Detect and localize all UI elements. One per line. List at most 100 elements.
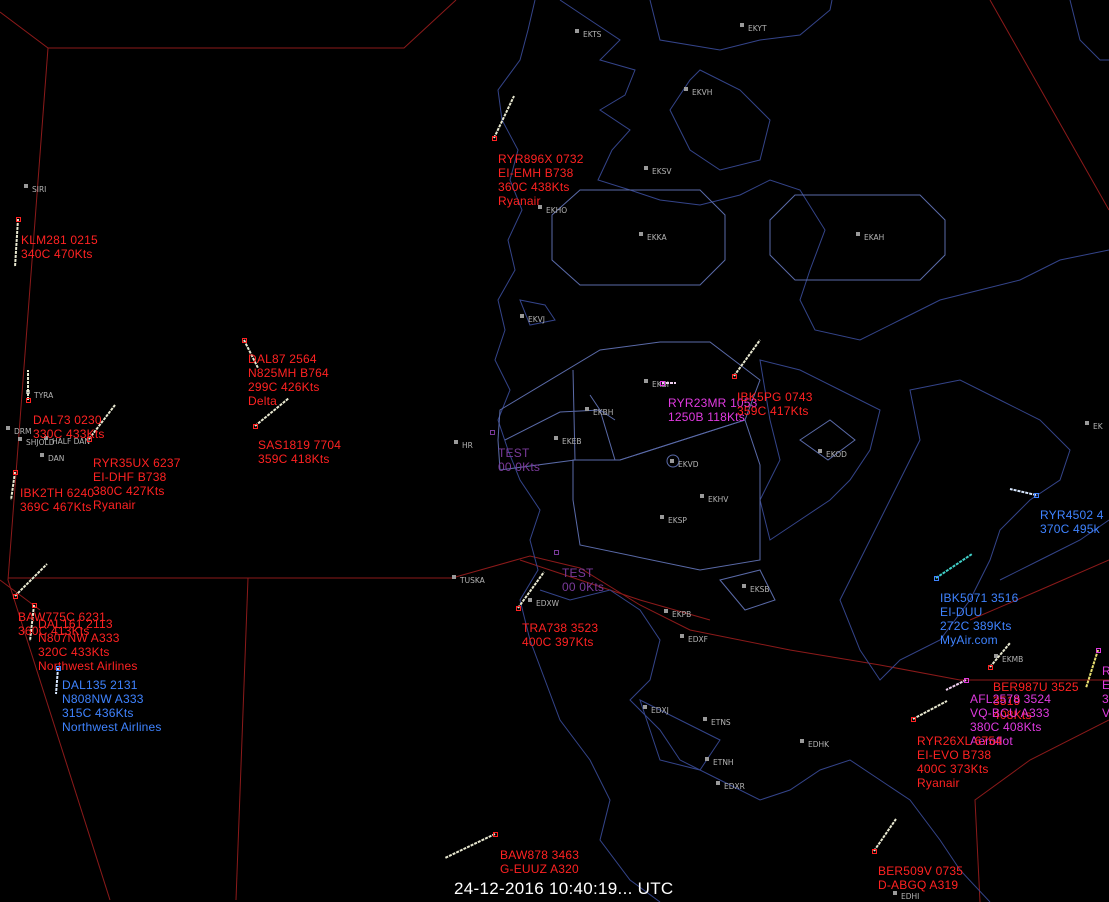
fix-ekeb[interactable]: EKEB: [554, 436, 582, 446]
aircraft-target-icon[interactable]: [13, 594, 18, 599]
fix-ekod[interactable]: EKOD: [818, 449, 847, 459]
fix-shjold[interactable]: SHJOLD: [18, 437, 55, 447]
tag-line: 299C 426Kts: [248, 380, 320, 394]
aircraft-target-icon[interactable]: [1096, 648, 1101, 653]
fix-label: EKHO: [546, 206, 567, 215]
aircraft-target-icon[interactable]: [732, 374, 737, 379]
fix-ekhv[interactable]: EKHV: [700, 494, 729, 504]
tag-line: 370C 495k: [1040, 522, 1100, 536]
fix-siri[interactable]: SIRI: [24, 184, 46, 194]
aircraft-target-icon[interactable]: [554, 550, 559, 555]
fix-edhk[interactable]: EDHK: [800, 739, 830, 749]
fix-edxr[interactable]: EDXR: [716, 781, 745, 791]
fix-etnh[interactable]: ETNH: [705, 757, 734, 767]
tag-line: 408Kts: [993, 708, 1032, 722]
aircraft-target-icon[interactable]: [13, 470, 18, 475]
fix-ekbh[interactable]: EKBH: [585, 407, 613, 417]
fix-label: SHJOLD: [26, 438, 55, 447]
aircraft-target-icon[interactable]: [87, 437, 92, 442]
aircraft-target-icon[interactable]: [490, 430, 495, 435]
aircraft-target-icon[interactable]: [988, 665, 993, 670]
aircraft-target-icon[interactable]: [516, 606, 521, 611]
fix-ekpb[interactable]: EKPB: [664, 609, 691, 619]
fix-dan[interactable]: DAN: [40, 453, 64, 463]
aircraft-target-icon[interactable]: [660, 381, 665, 386]
tag-line: 369C 467Kts: [20, 500, 92, 514]
fix-ek[interactable]: EK: [1085, 421, 1104, 431]
aircraft-target-icon[interactable]: [16, 217, 21, 222]
fix-square-icon: [40, 453, 44, 457]
fix-ekyt[interactable]: EKYT: [740, 23, 767, 33]
aircraft-target-icon[interactable]: [26, 398, 31, 403]
callsign-squawk: RYR896X 0732: [498, 152, 584, 166]
aircraft-target-icon[interactable]: [934, 576, 939, 581]
fix-label: SIRI: [32, 185, 46, 194]
fix-square-icon: [644, 166, 648, 170]
aircraft-target-icon[interactable]: [492, 136, 497, 141]
fix-ekvh[interactable]: EKVH: [684, 87, 712, 97]
fix-tuska[interactable]: TUSKA: [452, 575, 486, 585]
aircraft-target-icon[interactable]: [964, 678, 969, 683]
fix-ekho[interactable]: EKHO: [538, 205, 567, 215]
aircraft-target-icon[interactable]: [1034, 493, 1039, 498]
fix-ekah[interactable]: EKAH: [856, 232, 884, 242]
callsign-squawk: KLM281 0215: [21, 233, 98, 247]
fix-ekbi[interactable]: EKBI: [644, 379, 669, 389]
aircraft-target-icon[interactable]: [242, 338, 247, 343]
fix-edhi[interactable]: EDHI: [893, 891, 919, 901]
fix-eksb[interactable]: EKSB: [742, 584, 770, 594]
aircraft-target-icon[interactable]: [32, 603, 37, 608]
fix-eksv[interactable]: EKSV: [644, 166, 672, 176]
aircraft-target-icon[interactable]: [493, 832, 498, 837]
aircraft-target-icon[interactable]: [872, 849, 877, 854]
fix-square-icon: [660, 515, 664, 519]
fix-eksp[interactable]: EKSP: [660, 515, 687, 525]
fix-label: TUSKA: [459, 576, 486, 585]
fix-edxw[interactable]: EDXW: [528, 598, 560, 608]
tag-line: 320C 433Kts: [38, 645, 110, 659]
tag-line: 360C 438Kts: [498, 180, 570, 194]
aircraft-target-icon[interactable]: [911, 717, 916, 722]
fix-half-dan[interactable]: HALF DAN: [44, 436, 90, 446]
fix-label: EDXJ: [651, 706, 669, 715]
fix-edxj[interactable]: EDXJ: [643, 705, 669, 715]
fix-ekka[interactable]: EKKA: [639, 232, 667, 242]
fix-ekmb[interactable]: EKMB: [994, 654, 1023, 664]
fix-ekvj[interactable]: EKVJ: [520, 314, 545, 324]
fix-etns[interactable]: ETNS: [703, 717, 731, 727]
callsign-squawk: SAS1819 7704: [258, 438, 342, 452]
fix-edxf[interactable]: EDXF: [680, 634, 708, 644]
fix-hr[interactable]: HR: [454, 440, 473, 450]
tag-line: E: [1102, 678, 1109, 692]
fix-ekts[interactable]: EKTS: [575, 29, 602, 39]
aircraft-target-icon[interactable]: [253, 424, 258, 429]
tag-line: Northwest Airlines: [62, 720, 162, 734]
fix-drm[interactable]: DRM: [6, 426, 31, 436]
fix-ekvd[interactable]: EKVD: [670, 459, 699, 469]
aircraft-target-icon[interactable]: [56, 666, 61, 671]
